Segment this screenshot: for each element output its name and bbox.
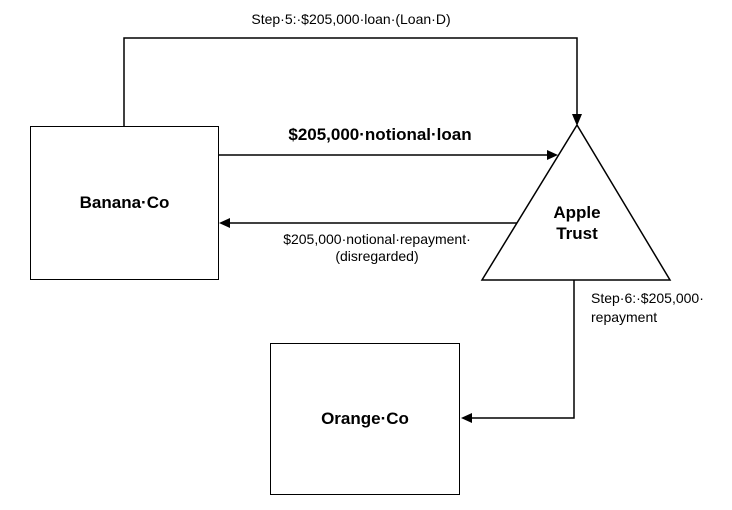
step5-loan-label: Step·5:·$205,000·loan·(Loan·D) <box>251 11 451 27</box>
notional-loan-arrowhead <box>547 150 558 160</box>
apple-trust-triangle <box>480 123 672 281</box>
banana-co-box: Banana·Co <box>30 126 219 280</box>
notional-repayment-label: $205,000·notional·repayment· (disregarde… <box>252 231 502 265</box>
notional-repayment-label-line1: $205,000·notional·repayment· <box>283 231 471 247</box>
step6-arrowhead <box>461 413 472 423</box>
orange-co-label: Orange·Co <box>321 409 409 428</box>
step6-repayment-label-line2: repayment <box>591 309 658 325</box>
orange-co-box: Orange·Co <box>270 343 460 495</box>
notional-repayment-label-line2: (disregarded) <box>335 248 419 264</box>
banana-co-label: Banana·Co <box>79 193 170 212</box>
apple-trust-label: Apple Trust <box>527 202 627 244</box>
apple-trust-label-line2: Trust <box>556 224 598 243</box>
step5-connector-line <box>123 37 578 126</box>
notional-loan-label: $205,000·notional·loan <box>288 125 472 144</box>
step6-connector-line <box>472 280 575 419</box>
notional-repayment-arrowhead <box>219 218 230 228</box>
step5-arrowhead <box>572 114 582 126</box>
step6-repayment-label: Step·6:·$205,000· repayment <box>591 289 731 327</box>
apple-trust-label-line1: Apple <box>553 203 601 222</box>
step6-repayment-label-line1: Step·6:·$205,000· <box>591 290 704 306</box>
